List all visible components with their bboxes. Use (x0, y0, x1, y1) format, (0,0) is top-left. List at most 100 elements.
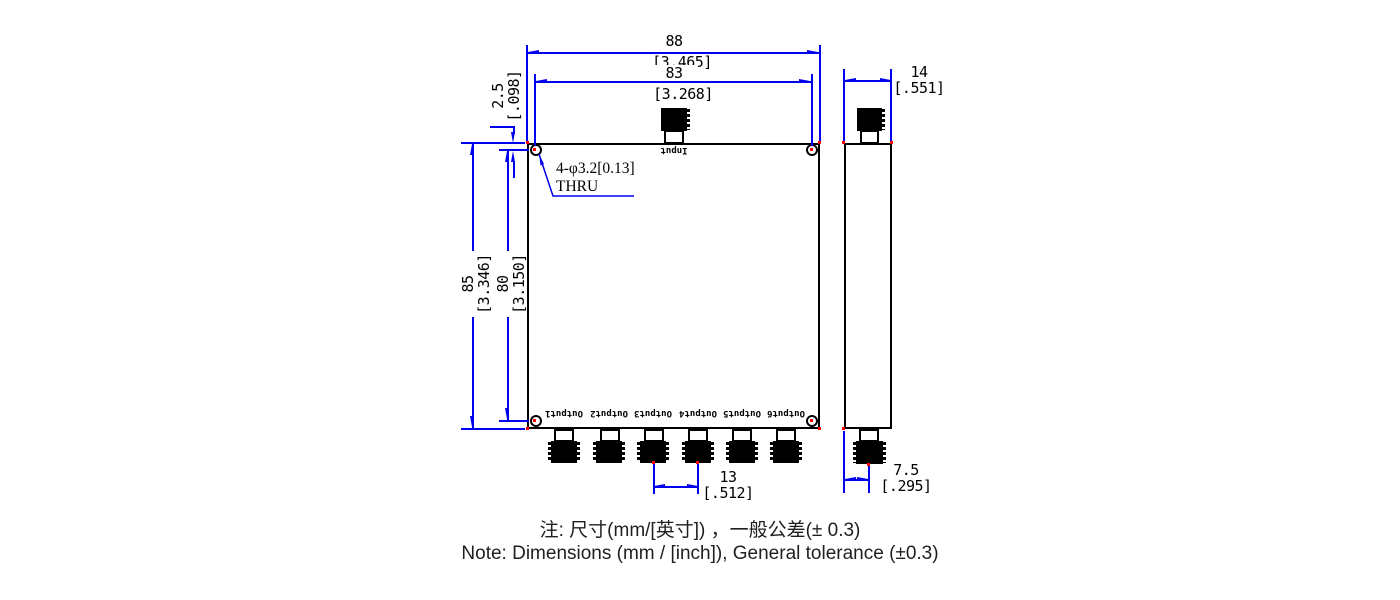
defpoint-marker (533, 419, 536, 422)
dim-side-depth: 14 [.551] (892, 64, 946, 96)
extension-line (843, 431, 845, 493)
extension-line (499, 149, 529, 151)
output3-connector-nut (637, 441, 669, 463)
output6-port-label: Output6 (767, 408, 805, 418)
dimension-leader (490, 126, 514, 128)
dimension-arrow (807, 50, 818, 54)
connector-thread-ridge (883, 442, 886, 463)
extension-line (697, 464, 699, 494)
connector-thread-ridge (799, 442, 802, 462)
dim-body-height: 85 [3.346] (459, 251, 493, 317)
extension-line (534, 74, 536, 146)
dimension-line-2-5 (513, 126, 515, 134)
connector-thread-ridge (577, 442, 580, 462)
dim-body-width-mm: 88 (665, 32, 683, 50)
defpoint-marker (890, 141, 893, 144)
side-top-connector-nut (857, 108, 885, 131)
connector-thread-ridge (726, 442, 729, 462)
dimension-arrow (845, 78, 856, 82)
defpoint-marker (842, 141, 845, 144)
side-bottom-connector-nut (853, 441, 886, 464)
dim-hole-span-y: 80 [3.150] (494, 251, 528, 317)
dimension-arrow (511, 151, 515, 162)
output3-port-label: Output3 (634, 408, 672, 418)
defpoint-marker (842, 427, 845, 430)
defpoint-marker (810, 148, 813, 151)
extension-line (461, 142, 525, 144)
dimension-arrow (687, 484, 698, 488)
dim-connector-offset-inch: [.295] (880, 477, 932, 495)
dimension-arrow (880, 78, 891, 82)
dim-hole-span-x-mm: 83 (650, 65, 698, 81)
connector-thread-ridge (666, 442, 669, 462)
extension-line (890, 69, 892, 141)
dim-hole-span-y-inch: [3.150] (510, 254, 528, 314)
dimension-arrow (845, 477, 856, 481)
dimension-arrow (505, 151, 509, 162)
drawing-notes: 注: 尺寸(mm/[英寸]) ，一般公差(± 0.3) Note: Dimens… (300, 519, 1100, 565)
input-connector-nut (661, 108, 690, 131)
defpoint-marker (526, 427, 529, 430)
mounting-hole-top-left (530, 144, 542, 156)
dim-side-depth-inch: [.551] (893, 79, 945, 97)
connector-thread-ridge (770, 442, 773, 462)
output2-connector-nut (593, 441, 625, 463)
dim-hole-span-y-mm: 80 (494, 275, 512, 293)
extension-line (843, 69, 845, 141)
extension-line (811, 74, 813, 146)
output4-port-label: Output4 (679, 408, 717, 418)
dimension-arrow (799, 79, 810, 83)
dimension-line-83 (535, 81, 812, 83)
dim-connector-offset: 7.5 [.295] (880, 462, 932, 494)
dim-body-height-inch: [3.346] (475, 254, 493, 314)
output6-connector-nut (770, 441, 802, 463)
hole-callout-leader-line (538, 153, 634, 197)
extension-line (526, 45, 528, 141)
extension-line (499, 420, 529, 422)
defpoint-marker (810, 419, 813, 422)
dimension-line-7-5 (844, 479, 869, 481)
dimension-arrow (505, 408, 509, 419)
hole-callout-text: 4-φ3.2[0.13] THRU (556, 160, 635, 196)
dim-hole-edge-offset: 2.5 [.098] (489, 64, 523, 128)
extension-line (819, 45, 821, 141)
dim-output-pitch-inch: [.512] (702, 484, 754, 502)
dimension-arrow (470, 144, 474, 155)
defpoint-marker (818, 427, 821, 430)
hole-callout-line1: 4-φ3.2[0.13] (556, 160, 635, 177)
connector-thread-ridge (711, 442, 714, 462)
output4-connector-nut (682, 441, 714, 463)
output5-port-label: Output5 (723, 408, 761, 418)
dimension-arrow (654, 484, 665, 488)
dim-output-pitch-mm: 13 (719, 468, 737, 486)
extension-line (461, 428, 525, 430)
dim-hole-edge-offset-inch: [.098] (505, 70, 523, 122)
output2-port-label: Output2 (590, 408, 628, 418)
connector-thread-ridge (622, 442, 625, 462)
connector-thread-ridge (882, 109, 885, 130)
dimension-line-13 (653, 486, 699, 488)
note-line-en: Note: Dimensions (mm / [inch]), General … (461, 543, 939, 564)
dimension-line-2-5 (513, 162, 515, 178)
output1-port-label: Output1 (545, 408, 583, 418)
connector-thread-ridge (548, 442, 551, 462)
note-line-zh: 注: 尺寸(mm/[英寸]) ，一般公差(± 0.3) (539, 520, 861, 541)
dimension-arrow (528, 50, 539, 54)
defpoint-marker (818, 141, 821, 144)
dimension-line-14 (844, 80, 892, 82)
defpoint-marker (867, 463, 870, 466)
dim-body-height-mm: 85 (459, 275, 477, 293)
dim-hole-span-x-inch: [3.268] (653, 85, 713, 103)
dimension-arrow (857, 477, 868, 481)
dim-hole-edge-offset-mm: 2.5 (489, 83, 507, 109)
hole-callout-line2: THRU (556, 178, 599, 195)
connector-thread-ridge (682, 442, 685, 462)
connector-thread-ridge (853, 442, 856, 463)
dim-side-depth-mm: 14 (910, 63, 928, 81)
input-connector-neck (664, 130, 684, 144)
connector-thread-ridge (593, 442, 596, 462)
output5-connector-nut (726, 441, 758, 463)
front-view-body (527, 143, 820, 429)
dimension-arrow (536, 79, 547, 83)
